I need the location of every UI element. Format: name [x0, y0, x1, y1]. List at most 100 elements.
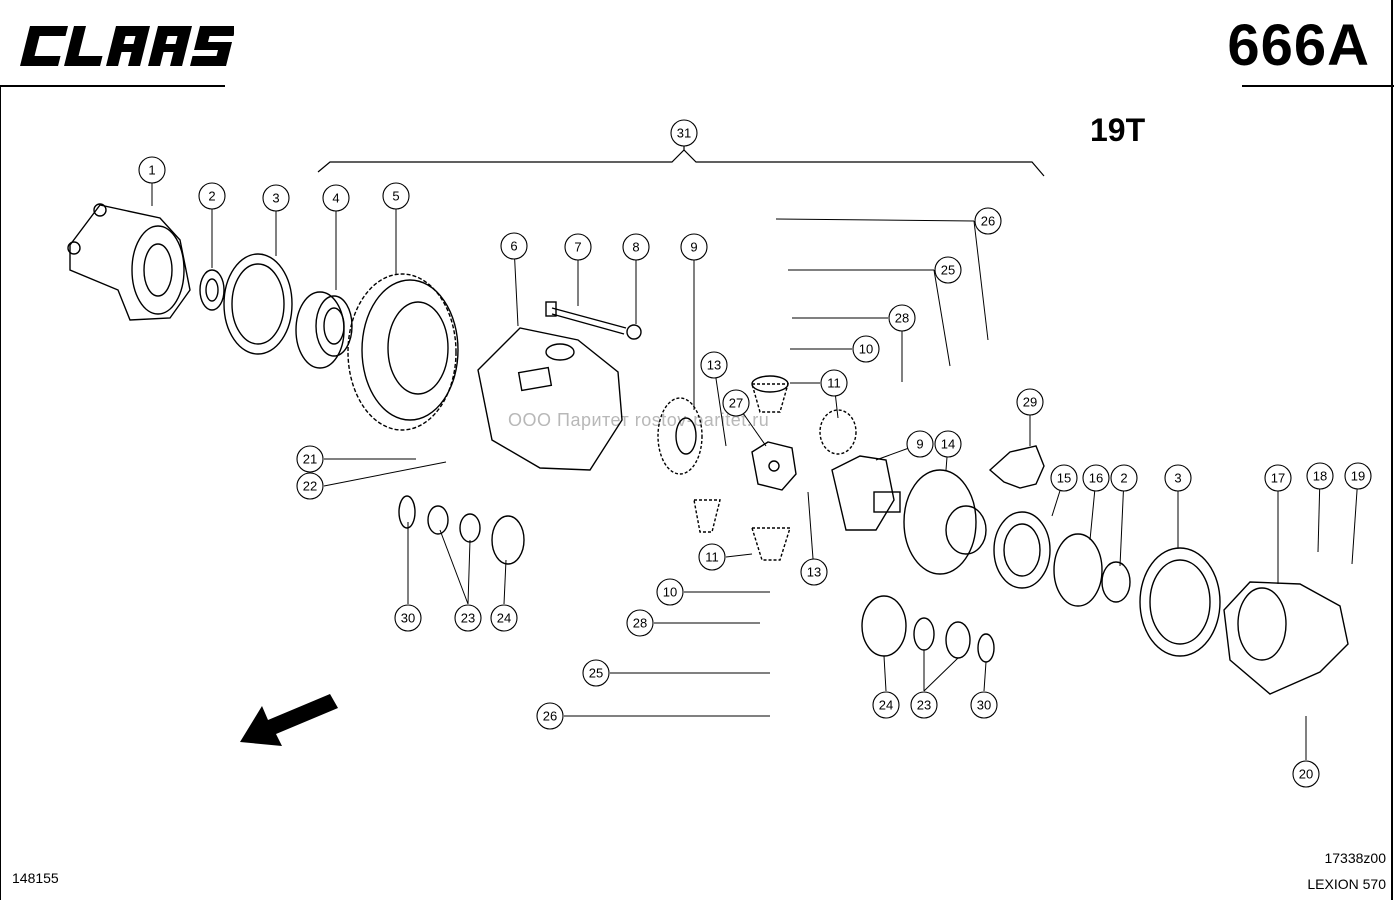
- callout-30: 30: [970, 691, 998, 719]
- gasket-right: [1139, 547, 1221, 657]
- callout-10: 10: [852, 335, 880, 363]
- callout-14: 14: [934, 430, 962, 458]
- callout-3: 3: [1164, 464, 1192, 492]
- leader-line: [933, 269, 951, 367]
- callout-16: 16: [1082, 464, 1110, 492]
- variant-label: 19T: [1090, 112, 1146, 148]
- callout-number: 9: [916, 437, 923, 452]
- callout-13: 13: [800, 558, 828, 586]
- leader-line: [923, 657, 959, 692]
- callout-number: 8: [632, 240, 639, 255]
- callout-number: 11: [705, 550, 719, 565]
- callout-number: 29: [1023, 395, 1037, 410]
- callout-number: 2: [1120, 471, 1127, 486]
- callout-number: 15: [1057, 471, 1071, 486]
- callout-10: 10: [656, 578, 684, 606]
- leader-line: [513, 245, 519, 327]
- callout-2: 2: [1110, 464, 1138, 492]
- bracket-29: [988, 445, 1045, 489]
- o-ring-16: [1053, 533, 1103, 607]
- seal-right: [1101, 561, 1131, 603]
- callout-number: 25: [941, 263, 955, 278]
- callout-9: 9: [906, 430, 934, 458]
- model-label: LEXION 570: [1307, 876, 1386, 892]
- callout-number: 16: [1089, 471, 1103, 486]
- callout-23: 23: [454, 604, 482, 632]
- direction-arrow: [240, 694, 338, 746]
- leader-line: [713, 364, 727, 447]
- callout-number: 30: [977, 698, 991, 713]
- leader-line: [875, 443, 921, 461]
- bearing-15: [993, 511, 1051, 589]
- callout-3: 3: [262, 184, 290, 212]
- callout-number: 20: [1299, 767, 1313, 782]
- callout-26: 26: [536, 702, 564, 730]
- callout-number: 18: [1313, 469, 1327, 484]
- callout-2: 2: [198, 182, 226, 210]
- callout-13: 13: [700, 351, 728, 379]
- callout-11: 11: [820, 369, 848, 397]
- callout-17: 17: [1264, 464, 1292, 492]
- callout-number: 21: [303, 452, 317, 467]
- leader-line: [833, 382, 839, 419]
- callout-number: 11: [827, 376, 841, 391]
- callout-8: 8: [622, 233, 650, 261]
- watermark-text: ООО Паритет rostov-paritet.ru: [508, 410, 770, 430]
- spider-27: [751, 441, 797, 491]
- callout-5: 5: [382, 182, 410, 210]
- callout-24: 24: [872, 691, 900, 719]
- callout-number: 1: [148, 163, 155, 178]
- differential-housing: [477, 327, 623, 471]
- callout-28: 28: [626, 609, 654, 637]
- callout-18: 18: [1306, 462, 1334, 490]
- flange-half-14: [903, 469, 987, 575]
- callout-number: 17: [1271, 471, 1285, 486]
- callout-20: 20: [1292, 760, 1320, 788]
- callout-30: 30: [394, 604, 422, 632]
- callout-9: 9: [680, 233, 708, 261]
- callout-number: 3: [272, 191, 279, 206]
- callout-number: 7: [574, 240, 581, 255]
- callout-number: 23: [461, 611, 475, 626]
- callout-1: 1: [138, 156, 166, 184]
- lower-parts: [398, 495, 995, 663]
- callout-number: 25: [589, 666, 603, 681]
- callout-number: 24: [879, 698, 893, 713]
- bolt-7: [545, 301, 627, 335]
- callout-21: 21: [296, 445, 324, 473]
- callout-6: 6: [500, 232, 528, 260]
- leader-line: [1317, 475, 1321, 553]
- callout-number: 5: [392, 189, 399, 204]
- leader-line: [807, 491, 815, 573]
- drawing-id: 148155: [12, 870, 59, 886]
- callout-number: 13: [707, 358, 721, 373]
- callout-number: 3: [1174, 471, 1181, 486]
- callout-26: 26: [974, 207, 1002, 235]
- callout-number: 28: [633, 616, 647, 631]
- callout-number: 22: [303, 479, 317, 494]
- callout-22: 22: [296, 472, 324, 500]
- bearing-left: [295, 291, 353, 369]
- bevel-gear-9-right: [831, 455, 901, 531]
- callout-number: 10: [859, 342, 873, 357]
- callout-number: 10: [663, 585, 677, 600]
- leader-line: [945, 443, 949, 471]
- callout-number: 30: [401, 611, 415, 626]
- callout-number: 31: [677, 126, 691, 141]
- callout-number: 2: [208, 189, 215, 204]
- leader-line: [503, 559, 507, 605]
- callout-4: 4: [322, 184, 350, 212]
- callout-number: 23: [917, 698, 931, 713]
- callout-24: 24: [490, 604, 518, 632]
- flange-right: [1223, 581, 1349, 695]
- callout-29: 29: [1016, 388, 1044, 416]
- gasket-left: [223, 253, 293, 355]
- image-code: 17338z00: [1324, 850, 1386, 866]
- seal-left: [199, 269, 225, 311]
- callout-number: 26: [981, 214, 995, 229]
- callout-number: 24: [497, 611, 511, 626]
- leader-line: [983, 661, 987, 692]
- leader-line: [1051, 477, 1065, 517]
